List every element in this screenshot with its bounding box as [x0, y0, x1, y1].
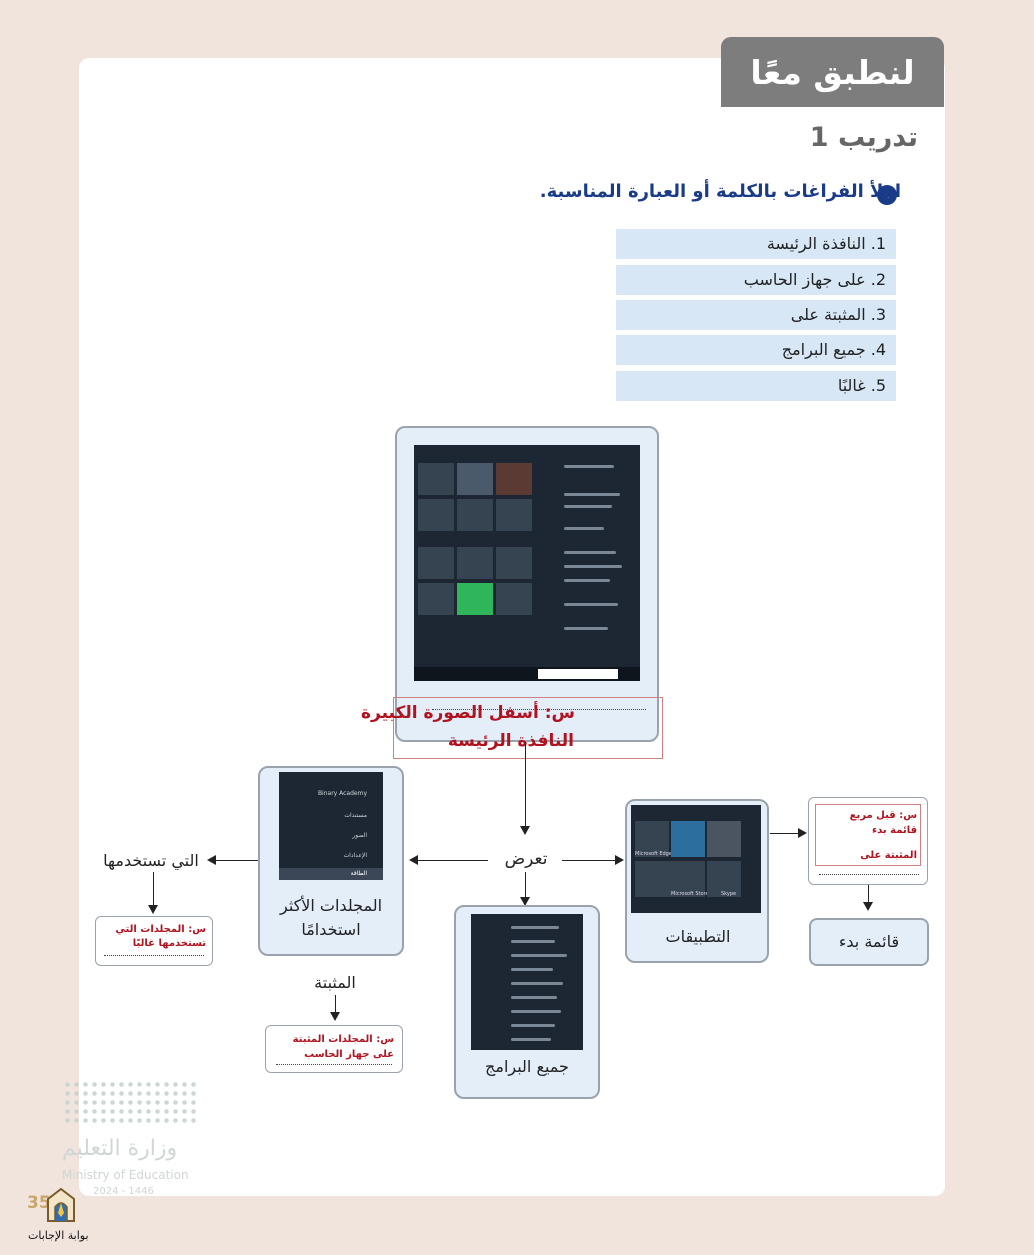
- question-start-menu: س: قبل مربع قائمة بدء المثبتة على: [808, 797, 928, 885]
- answer-row-3: 3. المثبتة على: [616, 300, 896, 330]
- ministry-name-arabic: وزارة التعليم: [62, 1136, 178, 1161]
- page-number: 35: [27, 1193, 51, 1213]
- folders-menu-screenshot: Binary Academy مستندات الصور الإعدادات ا…: [279, 772, 383, 880]
- all-programs-label: جميع البرامج: [485, 1057, 569, 1076]
- ministry-year: 2024 - 1446: [93, 1186, 154, 1197]
- menu-item-settings: الإعدادات: [343, 852, 367, 859]
- label-pinned: المثبتة: [314, 973, 356, 992]
- answer-row-1: 1. النافذة الرئيسة: [616, 229, 896, 259]
- top-question-answer: النافذة الرئيسة: [447, 731, 574, 751]
- start-menu-screenshot: [414, 445, 640, 681]
- menu-item-account: Binary Academy: [317, 790, 367, 797]
- top-question-prefix: س: أسفل الصورة الكبيرة: [361, 703, 575, 723]
- tile-edge-label: Microsoft Edge: [635, 851, 672, 857]
- portal-logo-icon: [47, 1187, 75, 1222]
- start-menu-label: قائمة بدء: [838, 932, 900, 951]
- all-programs-screenshot: [471, 914, 583, 1050]
- answer-row-5: 5. غالبًا: [616, 371, 896, 401]
- tile-skype-label: Skype: [721, 891, 737, 897]
- question-start-text: س: قبل مربع قائمة بدء: [849, 810, 917, 836]
- answer-row-4: 4. جميع البرامج: [616, 335, 896, 365]
- folders-box-label: المجلدات الأكثر استخدامًا: [279, 896, 383, 939]
- exercise-title: تدريب 1: [809, 122, 918, 153]
- question-used-text: س: المجلدات التي تستخدمها غالبًا: [115, 924, 206, 949]
- answer-row-2: 2. على جهاز الحاسب: [616, 265, 896, 295]
- question-pinned-folders: س: المجلدات المثبتة على جهاز الحاسب: [265, 1025, 403, 1073]
- question-pinned-text: س: المجلدات المثبتة على جهاز الحاسب: [292, 1034, 394, 1060]
- apps-label: التطبيقات: [665, 927, 731, 946]
- label-that-you-use: التي تستخدمها: [103, 851, 199, 870]
- portal-name: بوابة الإجابات: [28, 1229, 89, 1242]
- menu-item-pictures: الصور: [352, 832, 367, 839]
- chevron-left-icon: ‹: [877, 185, 897, 205]
- tile-store-label: Microsoft Store: [671, 891, 709, 897]
- ministry-logo-dots: [63, 1080, 197, 1124]
- start-menu-label-box: قائمة بدء: [809, 918, 929, 966]
- apps-screenshot: Microsoft Edge Microsoft Store Skype: [631, 805, 761, 913]
- question-used-folders: س: المجلدات التي تستخدمها غالبًا: [95, 916, 213, 966]
- center-label-shows: تعرض: [504, 849, 548, 869]
- start-menu-box: [395, 426, 659, 742]
- menu-item-documents: مستندات: [344, 812, 367, 819]
- most-used-folders-box: Binary Academy مستندات الصور الإعدادات ا…: [258, 766, 404, 956]
- all-programs-box: جميع البرامج: [454, 905, 600, 1099]
- ministry-name-english: Ministry of Education: [62, 1168, 189, 1182]
- lesson-tab-title: لنطبق معًا: [721, 37, 944, 107]
- question-start-answer: المثبتة على: [860, 850, 917, 861]
- menu-item-power: الطاقة: [350, 870, 367, 877]
- apps-box: Microsoft Edge Microsoft Store Skype الت…: [625, 799, 769, 963]
- exercise-instruction: املأ الفراغات بالكلمة أو العبارة المناسب…: [539, 181, 901, 202]
- top-question-frame: [393, 697, 663, 759]
